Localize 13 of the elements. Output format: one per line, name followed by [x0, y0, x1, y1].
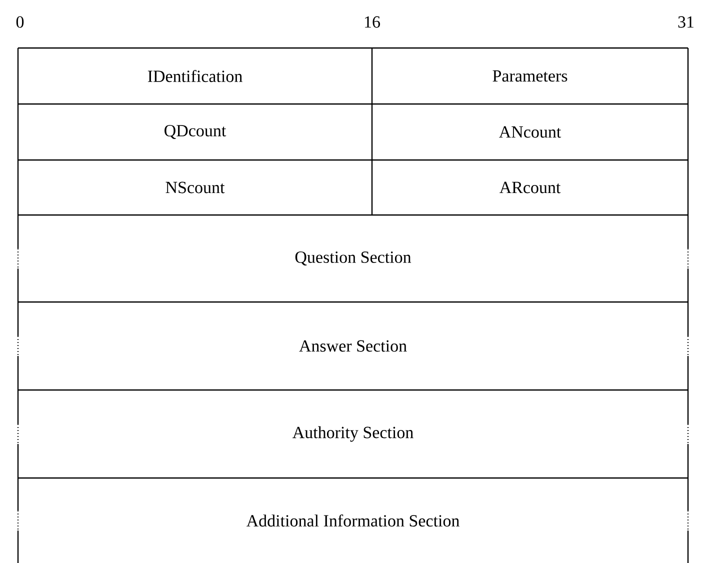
field-cell: Parameters	[492, 70, 568, 82]
field-cell: ANcount	[499, 126, 562, 138]
field-cell: IDentification	[148, 70, 242, 82]
section-cell: Answer Section	[299, 340, 407, 352]
field-cell: NScount	[166, 182, 225, 194]
bit-number: 31	[678, 16, 694, 28]
bit-number: 0	[16, 16, 24, 28]
field-cell: QDcount	[164, 125, 226, 140]
section-cell: Question Section	[295, 252, 412, 266]
bit-number: 16	[365, 16, 380, 28]
field-cell: ARcount	[499, 182, 561, 194]
section-cell: Additional Information Section	[246, 514, 460, 527]
section-cell: Authority Section	[292, 426, 414, 442]
